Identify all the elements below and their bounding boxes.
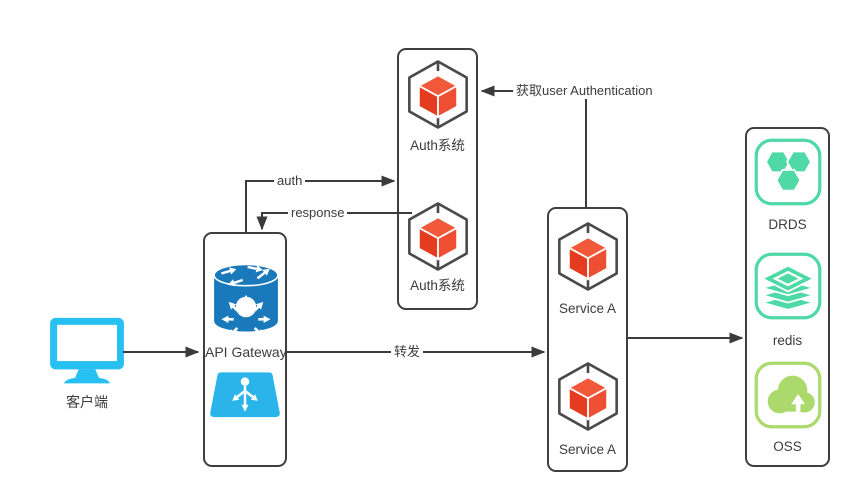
- api-routing-hub-icon: [213, 262, 279, 336]
- redis-label: redis: [772, 333, 803, 348]
- client-label: 客户端: [66, 394, 108, 410]
- edge-fetch-user-auth: [480, 85, 587, 207]
- storage-cluster-box: DRDS redis OSS: [745, 127, 830, 467]
- load-balancer-icon: [210, 372, 280, 418]
- auth-node-label: Auth系统: [410, 278, 465, 293]
- monitor-icon: [50, 317, 124, 384]
- client-node: 客户端: [48, 312, 126, 410]
- drds-label: DRDS: [768, 217, 807, 232]
- service-node-label: Service A: [558, 442, 617, 457]
- cloud-upload-icon: [754, 361, 822, 429]
- edge-label-fetch-user-auth: 获取user Authentication: [513, 83, 656, 99]
- cube-icon: [558, 222, 618, 291]
- oss-label: OSS: [773, 439, 802, 454]
- edge-label-auth: auth: [274, 173, 306, 189]
- gateway-label: API Gateway: [205, 344, 287, 360]
- auth-node-label: Auth系统: [410, 138, 465, 153]
- service-node-label: Service A: [558, 301, 617, 316]
- cube-icon: [408, 60, 468, 129]
- cube-icon: [558, 362, 618, 431]
- auth-cluster-box: Auth系统 Auth系统: [397, 48, 478, 310]
- edge-label-forward: 转发: [391, 344, 424, 360]
- service-cluster-box: Service A Service A: [547, 207, 628, 472]
- stacked-layers-icon: [754, 252, 822, 320]
- hexagon-cluster-icon: [754, 138, 822, 206]
- api-gateway-box: API Gateway: [203, 232, 287, 467]
- edge-label-response: response: [288, 205, 348, 221]
- cube-icon: [408, 202, 468, 271]
